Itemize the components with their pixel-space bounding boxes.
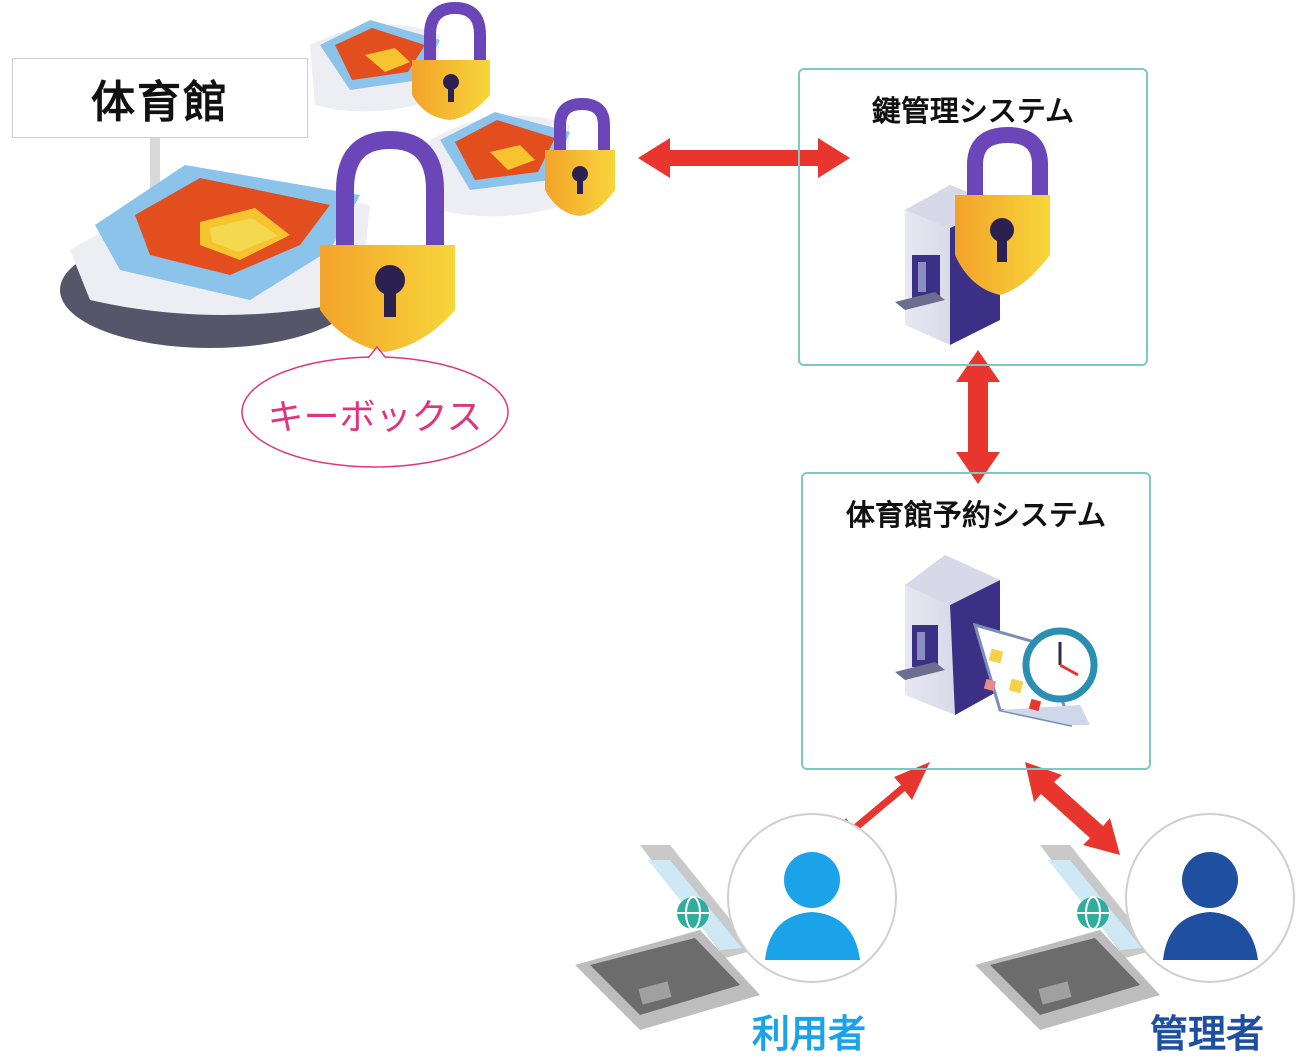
- arrow-keysystem-reservation: [956, 350, 1000, 484]
- key-system-box: [798, 68, 1148, 366]
- arrow-reservation-admin: [1025, 762, 1120, 855]
- key-system-title: 鍵管理システム: [871, 94, 1075, 128]
- padlock-icon: [545, 97, 615, 216]
- clock-icon: [1022, 627, 1098, 703]
- person-icon: [1163, 852, 1258, 960]
- keybox-label: キーボックス: [267, 397, 483, 438]
- gym-sign: 体育館: [12, 58, 308, 138]
- padlock-icon: [412, 1, 490, 120]
- padlock-icon: [320, 130, 455, 352]
- globe-icon: [677, 896, 709, 930]
- admin-role-label: 管理者: [1150, 1012, 1265, 1056]
- keybox-bubble: [241, 345, 509, 468]
- user-avatar: [727, 813, 897, 983]
- reservation-system-box: [801, 472, 1151, 770]
- admin-avatar: [1125, 813, 1295, 983]
- arrow-gym-keysystem: [638, 138, 850, 178]
- person-icon: [765, 852, 860, 960]
- globe-icon: [1077, 896, 1109, 930]
- user-role-label: 利用者: [752, 1012, 867, 1056]
- gym-building-icon: [60, 20, 570, 348]
- gym-sign-label: 体育館: [91, 77, 229, 128]
- reservation-system-title: 体育館予約システム: [845, 498, 1107, 532]
- padlock-icon: [955, 126, 1050, 295]
